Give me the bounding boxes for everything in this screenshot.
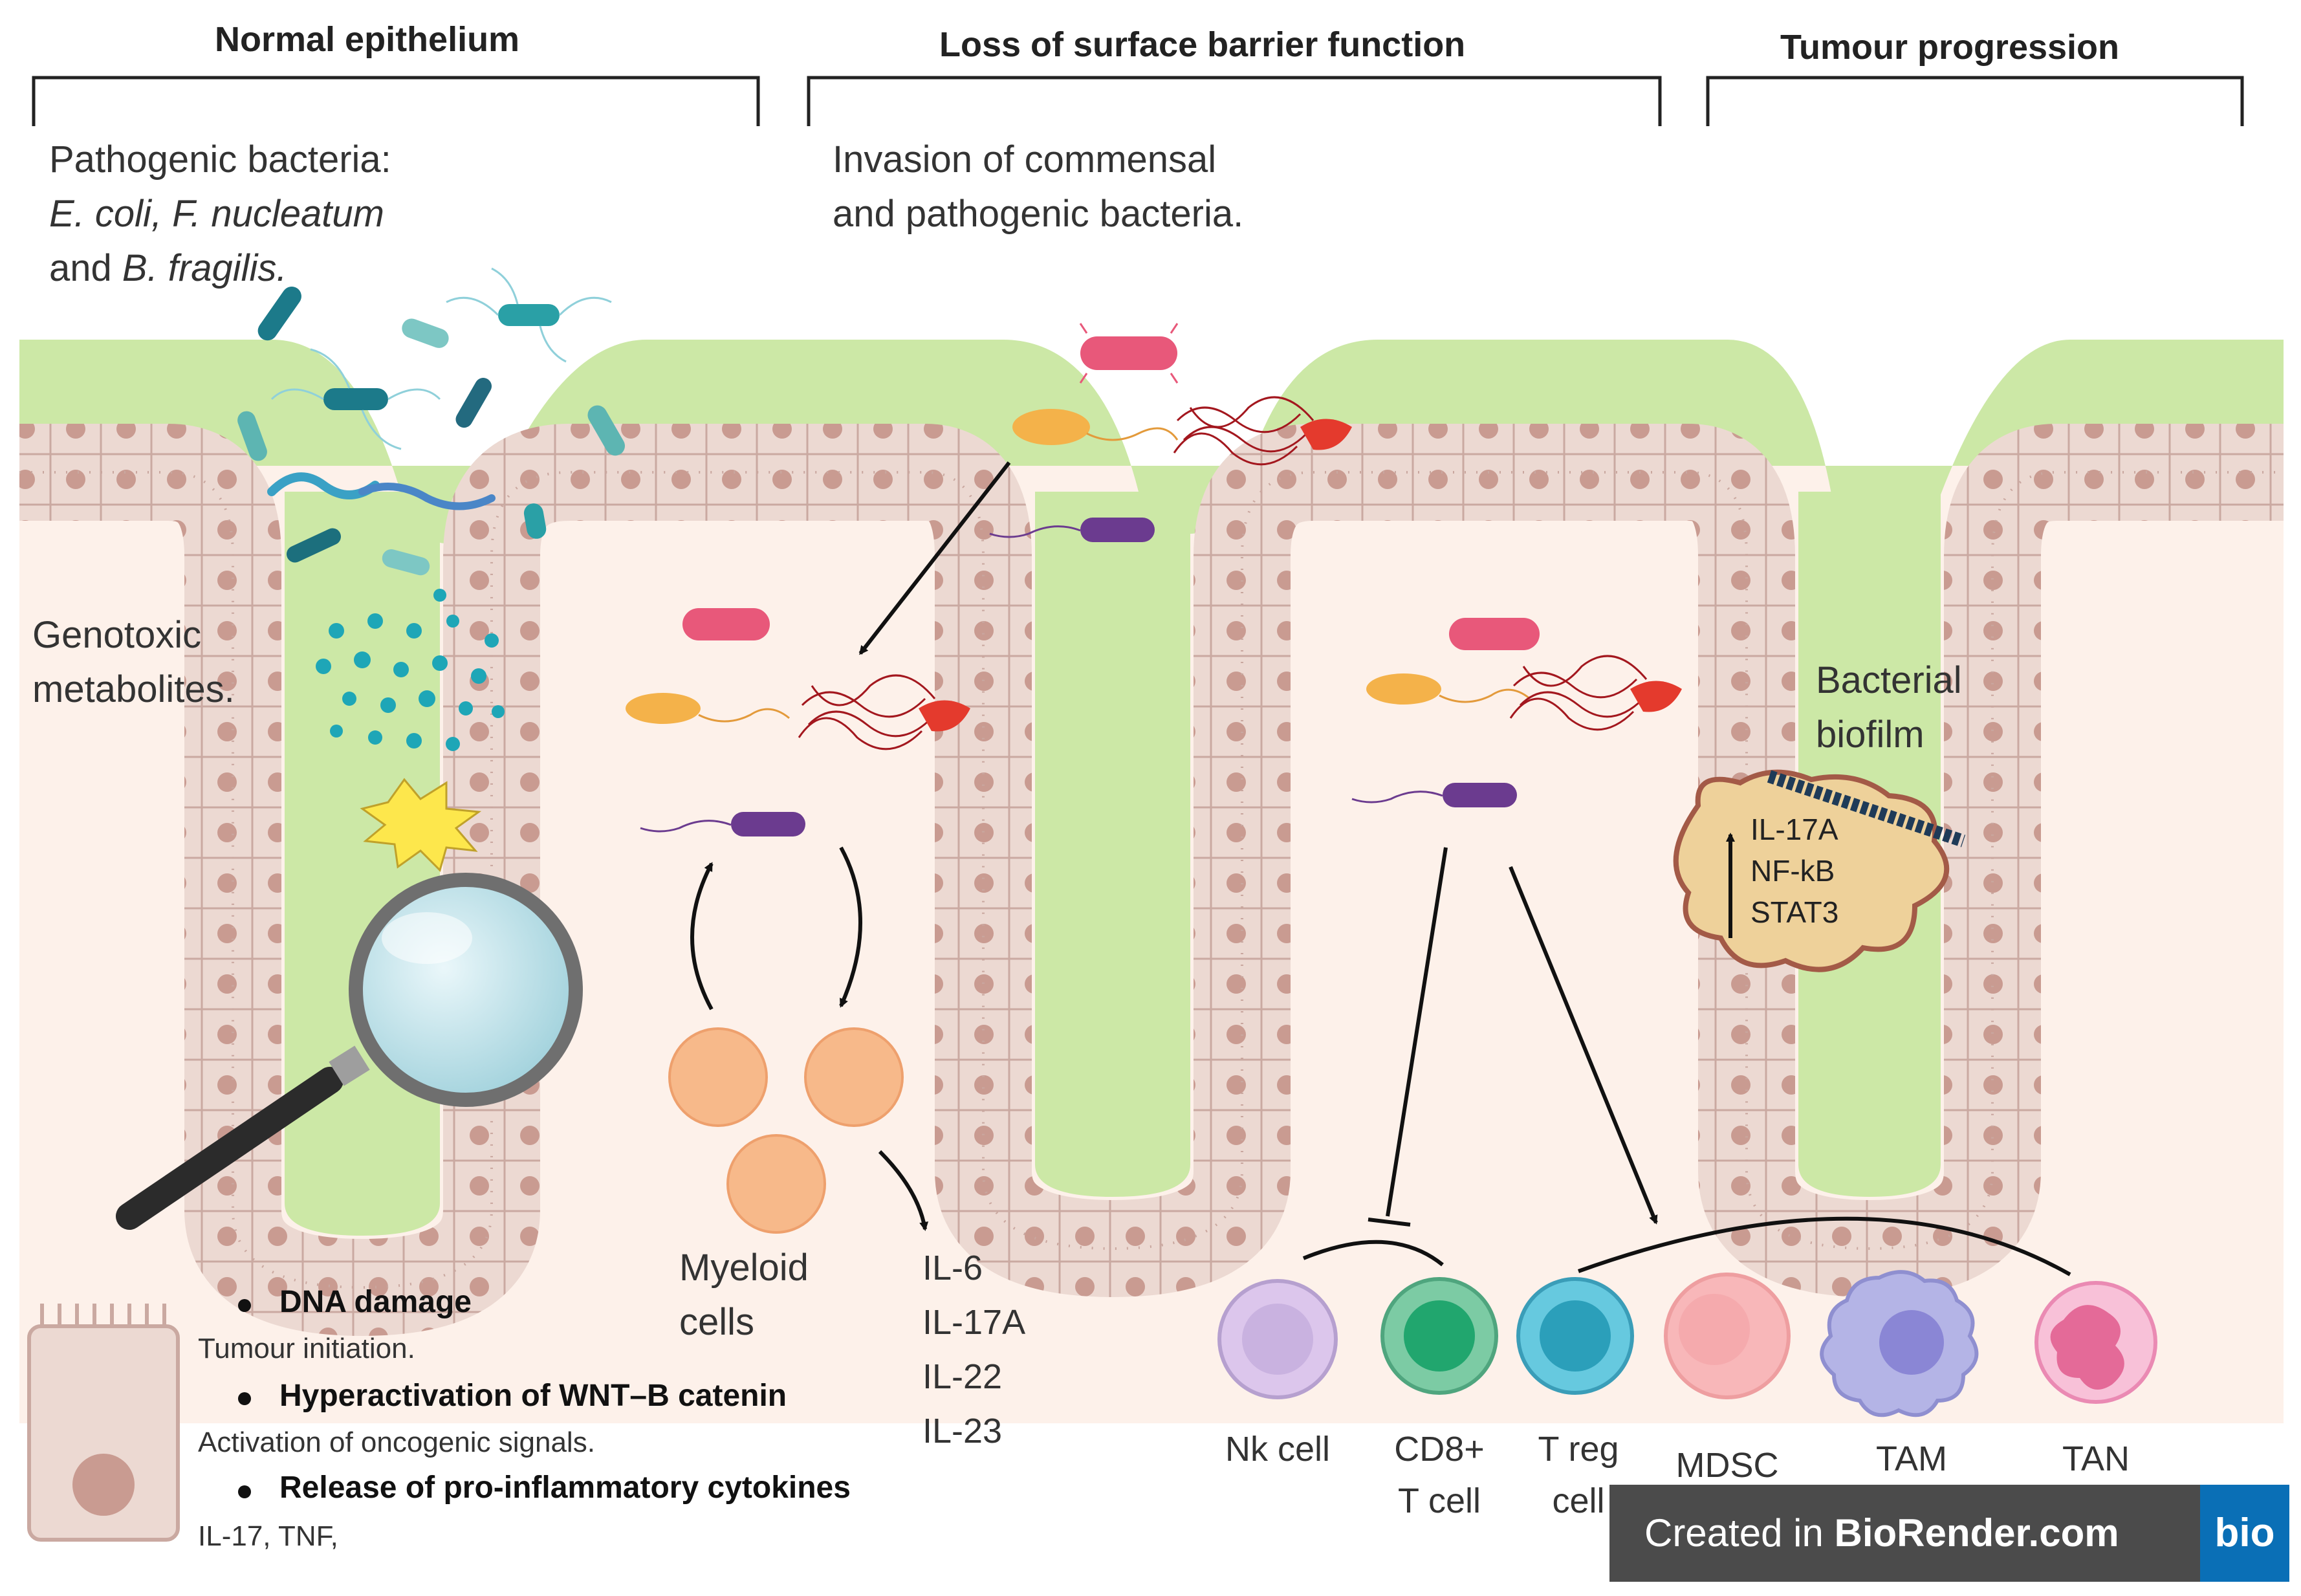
epithelium-outline — [19, 471, 2284, 1289]
label-biofilm: Bacterial biofilm — [1816, 653, 1962, 762]
bullet-sub: Tumour initiation. — [198, 1333, 415, 1364]
label-mdsc: MDSC — [1675, 1446, 1779, 1485]
bullet-dot — [238, 1299, 251, 1312]
bullet-sub: IL-17, TNF, — [198, 1520, 338, 1552]
bacterial-biofilm — [1673, 769, 1966, 972]
myeloid-cell — [668, 1027, 768, 1127]
label-biofilm-line2: biofilm — [1816, 714, 1925, 756]
label-pathogenic-species: B. fragilis. — [122, 247, 287, 289]
magnifying-glass-icon — [116, 873, 583, 1230]
label-pathogenic-line1: Pathogenic bacteria: — [49, 138, 391, 180]
label-invasion-line2: and pathogenic bacteria. — [833, 193, 1244, 235]
label-pathogenic: Pathogenic bacteria: E. coli, F. nucleat… — [49, 133, 391, 296]
footer-brand: BioRender.com — [1834, 1511, 2119, 1555]
crypt-lumen-2 — [1035, 492, 1190, 1197]
arrows-loss — [690, 461, 1011, 1231]
mucus-layer — [19, 340, 2284, 556]
biofilm-signals: IL-17A NF-kB STAT3 — [1750, 809, 1838, 933]
label-pathogenic-and: and — [49, 247, 122, 289]
bacteria-cluster-top — [237, 267, 625, 576]
label-treg-line2: cell — [1552, 1481, 1605, 1520]
heading-loss-barrier: Loss of surface barrier function — [939, 25, 1466, 64]
myeloid-cell — [726, 1134, 826, 1234]
bacteria-invasion — [989, 323, 1352, 542]
bracket-tumour — [1706, 76, 2244, 126]
bacteria-lamina-mid — [626, 608, 970, 836]
cytokine: IL-23 — [922, 1412, 1003, 1450]
label-invasion: Invasion of commensal and pathogenic bac… — [833, 133, 1243, 241]
label-biofilm-line1: Bacterial — [1816, 659, 1962, 701]
bullet-dot — [238, 1485, 251, 1498]
bullet-heading: Hyperactivation of WNT–B catenin — [279, 1379, 787, 1413]
label-myeloid-line1: Myeloid — [679, 1247, 809, 1289]
footer-prefix: Created in — [1644, 1511, 1835, 1555]
heading-normal-epithelium: Normal epithelium — [215, 20, 520, 59]
footer-text: Created in BioRender.com — [1644, 1485, 2119, 1582]
label-cd8-line2: T cell — [1397, 1481, 1481, 1520]
bracket-loss — [807, 76, 1662, 126]
biorender-footer: Created in BioRender.com bio — [1609, 1485, 2289, 1582]
cytokine: IL-6 — [922, 1249, 983, 1287]
label-nk-cell: Nk cell — [1225, 1430, 1331, 1469]
label-tam: TAM — [1876, 1439, 1947, 1478]
label-treg-line1: T reg — [1538, 1430, 1619, 1469]
bullet-sub: Activation of oncogenic signals. — [198, 1427, 595, 1458]
biorender-logo-icon: bio — [2200, 1485, 2289, 1582]
label-cd8-line1: CD8+ — [1394, 1430, 1485, 1469]
tan-cell — [2034, 1281, 2157, 1404]
crypt-lumen-1 — [285, 492, 440, 1236]
myeloid-cell — [804, 1027, 904, 1127]
cytokine-list: IL-6 IL-17A IL-22 IL-23 — [922, 1241, 1025, 1458]
label-tan: TAN — [2062, 1439, 2130, 1478]
genotoxic-metabolites — [316, 589, 505, 751]
heading-tumour-progression: Tumour progression — [1780, 28, 2120, 67]
cd8-t-cell — [1380, 1277, 1498, 1395]
cytokine: IL-17A — [922, 1303, 1026, 1342]
immune-cells — [1217, 1270, 2157, 1417]
label-myeloid: Myeloid cells — [679, 1241, 809, 1350]
mdsc-cell — [1664, 1273, 1791, 1399]
label-genotoxic-line1: Genotoxic — [32, 614, 202, 656]
cytokine: IL-22 — [922, 1357, 1003, 1396]
biofilm-signal: NF-kB — [1750, 854, 1835, 888]
label-invasion-line1: Invasion of commensal — [833, 138, 1217, 180]
label-genotoxic-line2: metabolites. — [32, 668, 235, 710]
bracket-normal — [32, 76, 760, 126]
biofilm-signal: IL-17A — [1750, 813, 1838, 846]
treg-cell — [1516, 1277, 1634, 1395]
dna-damage-burst — [360, 778, 482, 872]
myeloid-cells — [668, 1027, 904, 1234]
arrows-right — [1302, 847, 2071, 1276]
bullet-dot — [238, 1392, 251, 1405]
label-myeloid-line2: cells — [679, 1301, 755, 1343]
epithelial-cell-icon — [27, 1304, 180, 1542]
biofilm-signal: STAT3 — [1750, 895, 1839, 929]
bullet-heading: Release of pro-inflammatory cytokines — [279, 1470, 851, 1505]
label-cd8-t-cell: CD8+ T cell — [1375, 1423, 1504, 1527]
bullet-heading: DNA damage — [279, 1285, 472, 1319]
tam-cell — [1820, 1270, 1979, 1417]
nk-cell — [1217, 1279, 1338, 1399]
label-treg-cell: T reg cell — [1514, 1423, 1643, 1527]
bacteria-lamina-right — [1351, 618, 1682, 807]
label-genotoxic: Genotoxic metabolites. — [32, 608, 235, 717]
label-pathogenic-line2: E. coli, F. nucleatum — [49, 193, 384, 235]
